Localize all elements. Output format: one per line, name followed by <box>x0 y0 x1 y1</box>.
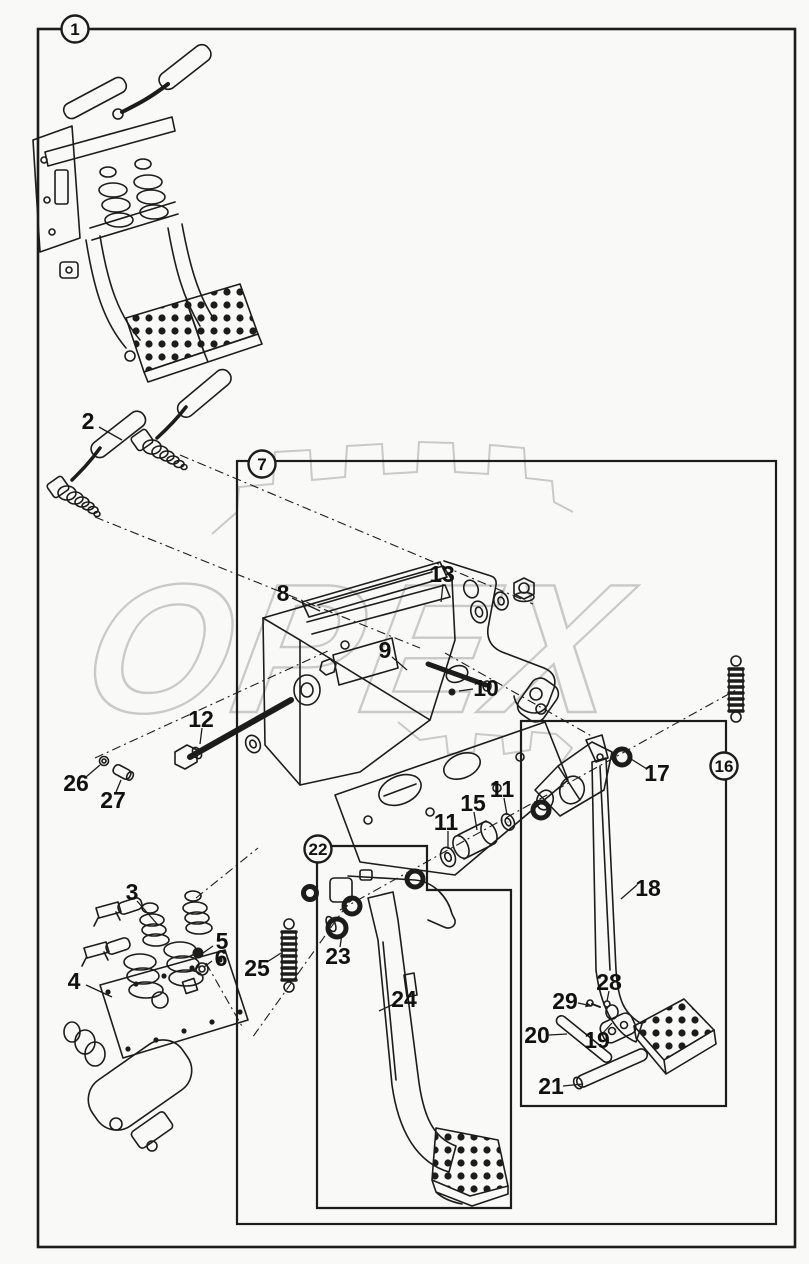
circled-callout-1: 1 <box>60 14 90 44</box>
part-label-19: 19 <box>584 1022 613 1053</box>
svg-text:13: 13 <box>429 561 455 587</box>
svg-text:4: 4 <box>68 968 81 994</box>
part-label-18: 18 <box>620 875 661 901</box>
svg-text:1: 1 <box>70 20 79 39</box>
svg-text:17: 17 <box>644 760 670 786</box>
svg-text:22: 22 <box>309 840 328 859</box>
svg-text:15: 15 <box>460 790 486 816</box>
part-label-11: 11 <box>490 776 515 816</box>
svg-text:6: 6 <box>215 945 228 971</box>
svg-text:27: 27 <box>100 787 126 813</box>
svg-text:7: 7 <box>257 455 266 474</box>
group-frame-16 <box>519 719 728 1108</box>
svg-text:10: 10 <box>473 675 499 701</box>
svg-text:28: 28 <box>596 969 622 995</box>
part-label-12: 12 <box>188 706 214 745</box>
part-label-29: 29 <box>552 988 593 1014</box>
svg-text:3: 3 <box>126 879 139 905</box>
sensor-lever-drawing <box>46 368 232 518</box>
assembly-axis-lines <box>94 454 737 1039</box>
part-label-15: 15 <box>460 790 486 831</box>
part-label-24: 24 <box>378 986 417 1012</box>
part-label-25: 25 <box>244 952 282 981</box>
part-label-9: 9 <box>379 637 408 671</box>
gear-bottom-watermark <box>397 721 574 763</box>
part-label-13: 13 <box>429 561 455 603</box>
part-label-2: 2 <box>82 408 123 441</box>
part-label-5: 5 <box>202 928 229 954</box>
part-label-28: 28 <box>596 969 622 1002</box>
part-label-11: 11 <box>434 809 459 849</box>
svg-text:19: 19 <box>584 1027 610 1053</box>
bushing-set-drawing <box>439 820 509 868</box>
svg-text:25: 25 <box>244 955 270 981</box>
part-label-3: 3 <box>126 879 159 926</box>
part-label-21: 21 <box>538 1073 584 1099</box>
circled-callout-7: 7 <box>247 449 277 479</box>
svg-text:12: 12 <box>188 706 214 732</box>
part-label-10: 10 <box>458 675 499 701</box>
svg-text:20: 20 <box>524 1022 550 1048</box>
pedal-18-drawing <box>500 655 745 1090</box>
valve-assembly-drawing <box>63 890 249 1152</box>
part-label-6: 6 <box>203 945 228 971</box>
pedal-24-drawing <box>280 868 509 1207</box>
part-label-17: 17 <box>630 758 670 786</box>
svg-text:16: 16 <box>715 757 734 776</box>
group-frame-22 <box>315 844 513 1210</box>
support-bracket-drawing <box>262 560 569 876</box>
svg-text:21: 21 <box>538 1073 564 1099</box>
circled-callout-22: 22 <box>303 834 333 864</box>
svg-text:11: 11 <box>490 776 515 802</box>
watermark-text: OPEX <box>71 546 646 751</box>
svg-text:18: 18 <box>635 875 661 901</box>
part-label-20: 20 <box>524 1022 568 1048</box>
watermark: OPEX <box>70 440 647 763</box>
group-frame-7 <box>235 459 778 1226</box>
circled-callout-16: 16 <box>709 751 739 781</box>
svg-text:24: 24 <box>391 986 417 1012</box>
labels-layer: 1716222345689101115111213171819202123242… <box>60 14 739 1099</box>
part-label-23: 23 <box>325 933 351 969</box>
svg-text:29: 29 <box>552 988 578 1014</box>
pivot-bolt-drawing <box>98 697 294 782</box>
svg-text:2: 2 <box>82 408 95 434</box>
outer-border-frame-1 <box>36 27 797 1249</box>
part-label-4: 4 <box>68 968 113 998</box>
svg-text:11: 11 <box>434 809 459 835</box>
svg-text:26: 26 <box>63 770 89 796</box>
svg-text:9: 9 <box>379 637 392 663</box>
part-label-26: 26 <box>63 764 101 796</box>
part-label-27: 27 <box>100 779 126 813</box>
assembled-pedal-unit-drawing <box>32 43 263 383</box>
svg-text:8: 8 <box>277 580 290 606</box>
part-label-8: 8 <box>277 580 321 612</box>
svg-text:5: 5 <box>216 928 229 954</box>
group-frames <box>36 27 797 1249</box>
svg-text:23: 23 <box>325 943 351 969</box>
